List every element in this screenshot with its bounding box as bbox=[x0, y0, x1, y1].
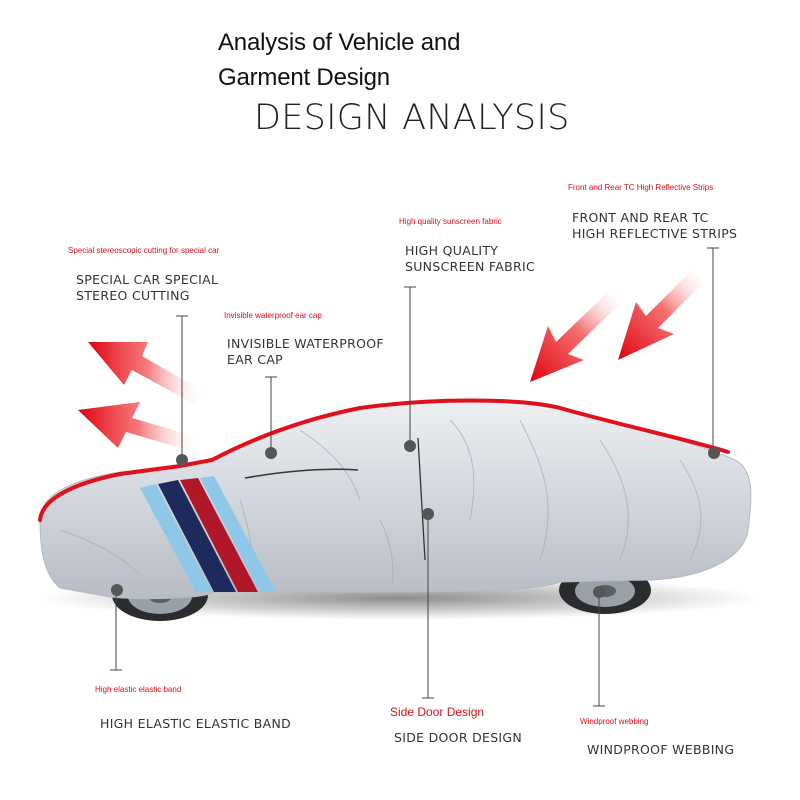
reflective-caption: Front and Rear TC High Reflective Strips bbox=[568, 183, 714, 192]
stereo-cutting-caption: Special stereoscopic cutting for special… bbox=[68, 246, 220, 255]
side-door-caption: Side Door Design bbox=[390, 705, 485, 719]
side-door-label: SIDE DOOR DESIGN bbox=[394, 730, 523, 745]
dot-elastic-band bbox=[111, 584, 123, 596]
ear-cap-line1: INVISIBLE WATERPROOF bbox=[227, 336, 384, 351]
ear-cap-caption: Invisible waterproof ear cap bbox=[224, 311, 322, 320]
sunscreen-line1: HIGH QUALITY bbox=[405, 243, 499, 258]
fabric-wrinkles bbox=[59, 419, 702, 586]
stereo-cutting-line1: SPECIAL CAR SPECIAL bbox=[76, 272, 219, 287]
door-seam bbox=[417, 437, 426, 561]
dot-sunscreen bbox=[404, 440, 416, 452]
sunscreen-label: HIGH QUALITY SUNSCREEN FABRIC bbox=[405, 243, 535, 275]
arrow-right-inner-icon bbox=[530, 290, 622, 382]
reflective-line2: HIGH REFLECTIVE STRIPS bbox=[572, 226, 738, 241]
window-seam bbox=[244, 468, 359, 479]
webbing-label: WINDPROOF WEBBING bbox=[587, 742, 735, 757]
decorative-stripes bbox=[140, 476, 276, 592]
title-line-1: Analysis of Vehicle and bbox=[218, 29, 461, 56]
dot-stereo-cutting bbox=[176, 454, 188, 466]
title-line-2: Garment Design bbox=[218, 64, 390, 91]
elastic-band-caption: High elastic elastic band bbox=[95, 685, 182, 694]
main-title: DESIGN ANALYSIS bbox=[254, 98, 570, 138]
reflective-line1: FRONT AND REAR TC bbox=[572, 210, 709, 225]
arrow-right-outer-icon bbox=[618, 270, 704, 360]
dot-ear-cap bbox=[265, 447, 277, 459]
dot-side-door bbox=[422, 508, 434, 520]
dot-reflective bbox=[708, 447, 720, 459]
stereo-cutting-line2: STEREO CUTTING bbox=[76, 288, 190, 303]
callout-dots bbox=[111, 440, 720, 598]
dot-webbing bbox=[593, 586, 605, 598]
reflective-label: FRONT AND REAR TC HIGH REFLECTIVE STRIPS bbox=[572, 210, 737, 242]
sunscreen-caption: High quality sunscreen fabric bbox=[399, 217, 502, 226]
ear-cap-label: INVISIBLE WATERPROOF EAR CAP bbox=[227, 336, 384, 368]
arrow-left-upper-icon bbox=[88, 342, 205, 405]
sunscreen-line2: SUNSCREEN FABRIC bbox=[405, 259, 535, 274]
webbing-caption: Windproof webbing bbox=[580, 717, 649, 726]
arrow-left-lower-icon bbox=[78, 402, 200, 452]
leader-lines bbox=[110, 247, 719, 707]
stereo-cutting-label: SPECIAL CAR SPECIAL STEREO CUTTING bbox=[76, 272, 218, 304]
ear-cap-line2: EAR CAP bbox=[227, 352, 284, 367]
reflective-strip bbox=[38, 398, 730, 522]
elastic-band-label: HIGH ELASTIC ELASTIC BAND bbox=[100, 716, 292, 731]
